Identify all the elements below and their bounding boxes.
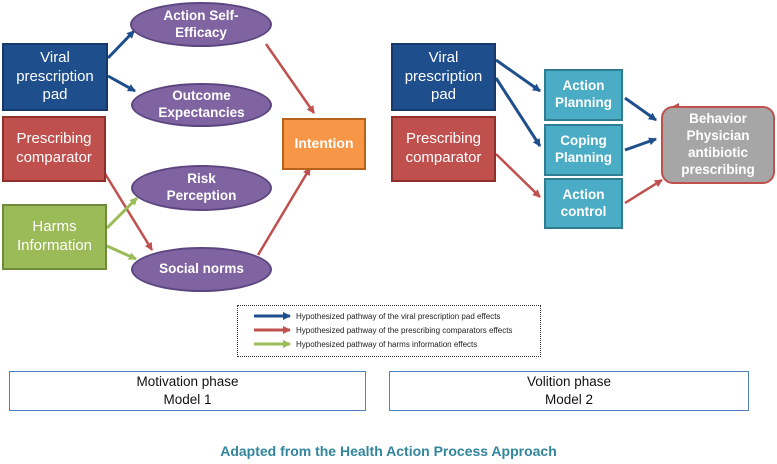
arrow-viral-to-coping-planning [494, 77, 542, 147]
risk-perception-label: Risk Perception [166, 171, 237, 203]
arrow-action-planning-to-behavior [624, 96, 657, 122]
social-norms-label: Social norms [159, 261, 244, 277]
left-comparator-box: Prescribing comparator [2, 116, 106, 182]
right-viral-pad-label: Viral prescription pad [404, 48, 483, 104]
legend-item-comparator: Hypothesized pathway of the prescribing … [296, 326, 513, 335]
arrow-viral-to-outcome [107, 74, 136, 93]
action-control-label: Action control [560, 186, 607, 219]
arrow-viral-to-self-efficacy [106, 29, 136, 60]
left-viral-pad-label: Viral prescription pad [16, 48, 94, 104]
right-comparator-label: Prescribing comparator [405, 130, 482, 166]
legend: Hypothesized pathway of the viral prescr… [237, 305, 541, 357]
arrow-self-efficacy-to-intention [264, 43, 316, 114]
arrow-harms-to-social-norms [106, 244, 137, 261]
social-norms-node: Social norms [131, 247, 272, 292]
arrow-coping-planning-to-behavior [624, 137, 657, 152]
coping-planning-label: Coping Planning [555, 133, 612, 165]
left-comparator-label: Prescribing comparator [16, 130, 92, 166]
legend-item-harms: Hypothesized pathway of harms informatio… [296, 340, 478, 349]
intention-node: Intention [282, 118, 366, 170]
risk-perception-node: Risk Perception [131, 165, 272, 211]
behavior-node: Behavior Physician antibiotic prescribin… [661, 106, 775, 184]
arrow-social-norms-to-intention [256, 167, 312, 256]
volition-phase-box: Volition phase Model 2 [389, 371, 749, 411]
right-viral-pad-box: Viral prescription pad [391, 43, 496, 111]
harms-info-box: Harms Information [2, 204, 107, 270]
action-planning-node: Action Planning [544, 69, 623, 121]
arrow-harms-to-risk [105, 196, 139, 230]
right-comparator-box: Prescribing comparator [391, 116, 496, 182]
outcome-expectancies-node: Outcome Expectancies [131, 83, 272, 127]
left-viral-pad-box: Viral prescription pad [2, 43, 108, 111]
volition-phase-model: Model 2 [544, 392, 594, 407]
coping-planning-node: Coping Planning [544, 124, 623, 176]
harms-info-label: Harms Information [16, 218, 93, 254]
motivation-phase-box: Motivation phase Model 1 [9, 371, 366, 411]
arrow-action-control-to-behavior [624, 178, 663, 205]
action-control-node: Action control [544, 178, 623, 229]
arrow-comparator-to-action-control [495, 153, 541, 198]
action-planning-label: Action Planning [555, 78, 612, 110]
legend-item-viral: Hypothesized pathway of the viral prescr… [296, 312, 501, 321]
intention-label: Intention [294, 135, 354, 152]
arrow-viral-to-action-planning [495, 58, 541, 93]
behavior-label: Behavior Physician antibiotic prescribin… [681, 111, 755, 177]
action-self-efficacy-label: Action Self-Efficacy [163, 7, 239, 40]
arrow-comparator-to-social-norms [102, 171, 154, 251]
motivation-phase-model: Model 1 [163, 392, 212, 407]
volition-phase-title: Volition phase [526, 374, 612, 390]
outcome-expectancies-label: Outcome Expectancies [158, 88, 245, 120]
footer-caption: Adapted from the Health Action Process A… [220, 443, 557, 459]
motivation-phase-title: Motivation phase [136, 374, 239, 390]
action-self-efficacy-node: Action Self-Efficacy [130, 2, 272, 47]
